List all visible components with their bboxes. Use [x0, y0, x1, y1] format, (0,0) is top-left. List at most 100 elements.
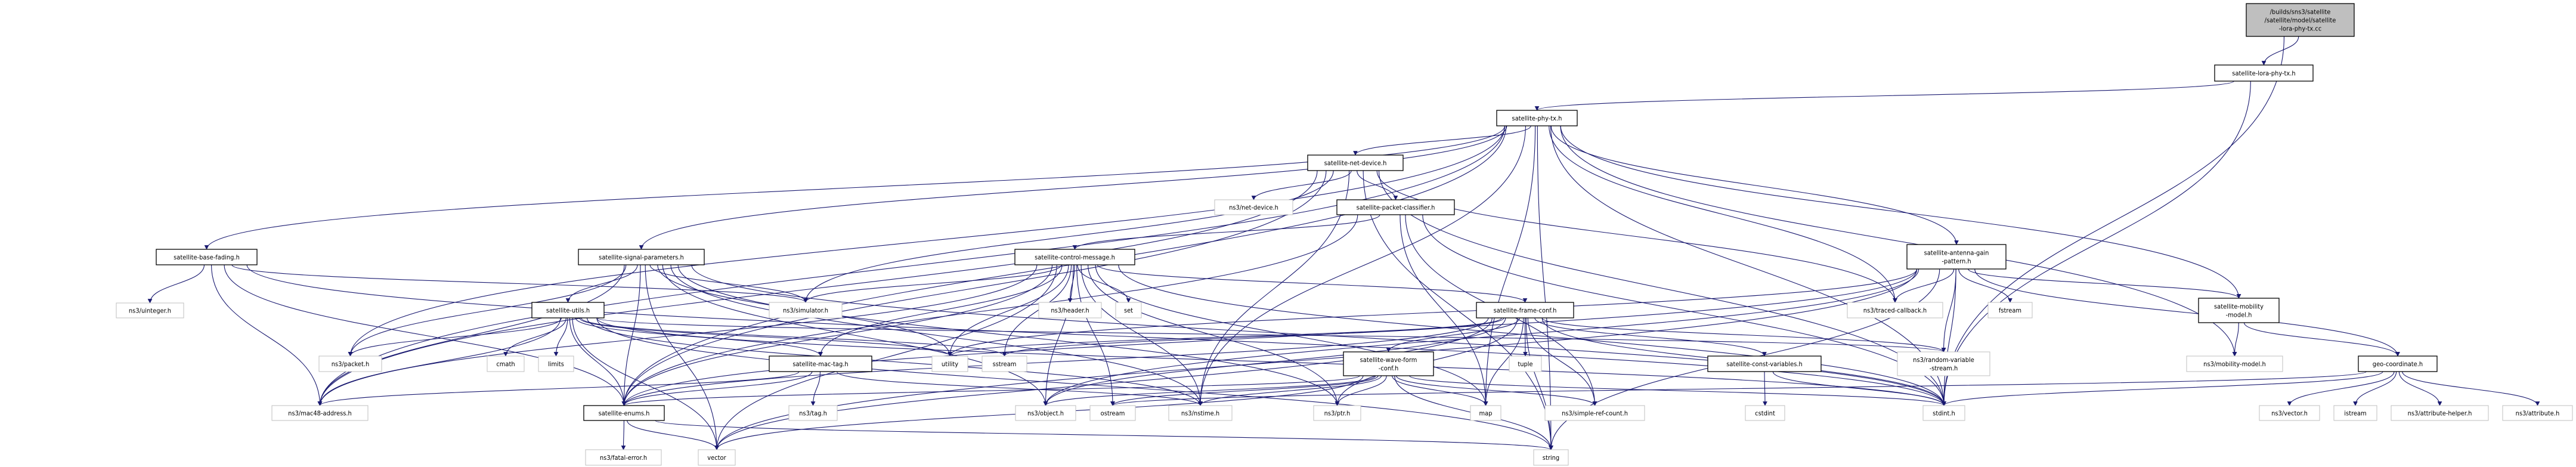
node-satellite-utils-h[interactable]: satellite-utils.h: [531, 302, 605, 318]
edge-satellite-utils-h-to-ns3-nstime-h: [587, 317, 1203, 406]
node-set[interactable]: set: [1115, 302, 1142, 318]
node-box: [531, 302, 605, 318]
node-box: [1038, 302, 1102, 318]
edge-geo-coordinate-h-to-ns3-vector-h: [2287, 371, 2395, 406]
node-ns3-header-h[interactable]: ns3/header.h: [1038, 302, 1102, 318]
edge-satellite-control-message-h-to-ns3-ptr-h: [1088, 264, 1340, 406]
node-box: [1922, 405, 1965, 421]
node-map[interactable]: map: [1470, 405, 1501, 421]
edge-satellite-frame-conf-h-to-ns3-random-variable-stream-h: [1541, 317, 1946, 352]
node-satellite-signal-parameters-h[interactable]: satellite-signal-parameters.h: [578, 249, 705, 265]
node-ns3-simple-ref-count-h[interactable]: ns3/simple-ref-count.h: [1544, 405, 1645, 421]
node-ns3-simulator-h[interactable]: ns3/simulator.h: [769, 302, 843, 318]
node-label: satellite-signal-parameters.h: [599, 253, 684, 261]
node-label: tuple: [1518, 360, 1532, 368]
node-label: string: [1543, 454, 1559, 462]
node-geo-coordinate-h[interactable]: geo-coordinate.h: [2358, 355, 2438, 372]
node-box: [982, 355, 1027, 372]
node-box: [2358, 355, 2438, 372]
node-satellite-wave-form-conf-h[interactable]: satellite-wave-form-conf.h: [1343, 351, 1434, 376]
edge-satellite-net-device-h-to-string: [1363, 170, 1553, 450]
edge-satellite-utils-h-to-stdint-h: [596, 317, 1946, 406]
edge-satellite-signal-parameters-h-to-ns3-nstime-h: [670, 264, 1203, 406]
edge-satellite-antenna-gain-pattern-h-to-utility: [948, 268, 1918, 357]
node-satellite-packet-classifier-h[interactable]: satellite-packet-classifier.h: [1336, 199, 1455, 215]
edge-satellite-utils-h-to-satellite-enums-h: [569, 317, 627, 406]
edge-satellite-const-variables-h-to-cstdint: [1763, 371, 1767, 406]
node-satellite-control-message-h[interactable]: satellite-control-message.h: [1014, 249, 1135, 265]
node-builds-sns3-satellite-satellite-model-satellite-lora-phy-tx-cc[interactable]: /builds/sns3/satellite/satellite/model/s…: [2246, 3, 2355, 37]
node-satellite-antenna-gain-pattern-h[interactable]: satellite-antenna-gain-pattern.h: [1906, 244, 2007, 270]
edge-satellite-control-message-h-to-satellite-frame-conf-h: [1097, 264, 1528, 303]
node-ns3-uinteger-h[interactable]: ns3/uinteger.h: [116, 302, 184, 318]
node-satellite-enums-h[interactable]: satellite-enums.h: [583, 405, 665, 421]
node-label: satellite-mobility: [2214, 303, 2264, 311]
node-label: satellite-enums.h: [599, 410, 650, 417]
node-ns3-traced-callback-h[interactable]: ns3/traced-callback.h: [1847, 302, 1943, 318]
edge-geo-coordinate-h-to-stdint-h: [1942, 371, 2383, 406]
node-ns3-net-device-h[interactable]: ns3/net-device.h: [1214, 199, 1293, 215]
nodes-layer: /builds/sns3/satellite/satellite/model/s…: [116, 3, 2573, 466]
node-ns3-attribute-h[interactable]: ns3/attribute.h: [2502, 405, 2573, 421]
node-tuple[interactable]: tuple: [1509, 355, 1542, 372]
edge-satellite-phy-tx-h-to-ns3-nstime-h: [1198, 125, 1526, 406]
node-satellite-frame-conf-h[interactable]: satellite-frame-conf.h: [1476, 302, 1574, 318]
node-ns3-mac48-address-h[interactable]: ns3/mac48-address.h: [271, 405, 369, 421]
node-ns3-random-variable-stream-h[interactable]: ns3/random-variable-stream.h: [1897, 351, 1990, 376]
node-box: [271, 405, 369, 421]
node-cmath[interactable]: cmath: [487, 355, 525, 372]
node-satellite-mobility-model-h[interactable]: satellite-mobility-model.h: [2198, 298, 2280, 323]
edge-satellite-frame-conf-h-to-vector: [714, 317, 1493, 450]
edge-builds-sns3-satellite-satellite-model-satellite-lora-phy-tx-cc-to-satellite-lora-phy-tx-h: [2261, 36, 2299, 66]
node-string[interactable]: string: [1533, 449, 1569, 466]
node-ns3-ptr-h[interactable]: ns3/ptr.h: [1313, 405, 1361, 421]
node-label: -pattern.h: [1942, 258, 1971, 265]
node-ns3-fatal-error-h[interactable]: ns3/fatal-error.h: [585, 449, 662, 466]
node-ns3-object-h[interactable]: ns3/object.h: [1015, 405, 1076, 421]
edge-satellite-frame-conf-h-to-map: [1483, 317, 1524, 406]
node-ns3-nstime-h[interactable]: ns3/nstime.h: [1168, 405, 1233, 421]
node-box: [116, 302, 184, 318]
node-label: satellite-packet-classifier.h: [1357, 204, 1435, 212]
node-cstdint[interactable]: cstdint: [1745, 405, 1785, 421]
node-fstream[interactable]: fstream: [1987, 302, 2033, 318]
node-label: cmath: [496, 360, 515, 368]
node-ns3-mobility-model-h[interactable]: ns3/mobility-model.h: [2186, 355, 2283, 372]
edge-satellite-antenna-gain-pattern-h-to-ns3-traced-callback-h: [1893, 268, 1955, 303]
node-satellite-net-device-h[interactable]: satellite-net-device.h: [1307, 154, 1404, 171]
node-label: ostream: [1101, 410, 1125, 417]
node-istream[interactable]: istream: [2333, 405, 2377, 421]
node-satellite-base-fading-h[interactable]: satellite-base-fading.h: [156, 249, 258, 265]
edge-satellite-antenna-gain-pattern-h-to-ns3-random-variable-stream-h: [1941, 268, 1956, 352]
node-satellite-mac-tag-h[interactable]: satellite-mac-tag.h: [769, 355, 872, 372]
node-vector[interactable]: vector: [698, 449, 736, 466]
edge-satellite-wave-form-conf-h-to-ns3-nstime-h: [1198, 375, 1382, 406]
edge-satellite-wave-form-conf-h-to-satellite-enums-h: [621, 375, 1360, 406]
node-ostream[interactable]: ostream: [1089, 405, 1136, 421]
node-satellite-phy-tx-h[interactable]: satellite-phy-tx.h: [1496, 110, 1578, 126]
node-box: [1707, 355, 1822, 372]
node-label: stdint.h: [1933, 410, 1955, 417]
node-box: [1509, 355, 1542, 372]
node-limits[interactable]: limits: [538, 355, 574, 372]
node-label: ns3/attribute.h: [2516, 410, 2560, 417]
node-label: map: [1479, 410, 1493, 417]
node-box: [1470, 405, 1501, 421]
node-ns3-attribute-helper-h[interactable]: ns3/attribute-helper.h: [2391, 405, 2489, 421]
node-ns3-vector-h[interactable]: ns3/vector.h: [2259, 405, 2320, 421]
node-satellite-const-variables-h[interactable]: satellite-const-variables.h: [1707, 355, 1822, 372]
edge-satellite-utils-h-to-limits: [553, 317, 568, 357]
node-label: ns3/packet.h: [332, 360, 370, 368]
edge-satellite-base-fading-h-to-ns3-uinteger-h: [147, 264, 205, 304]
node-label: ns3/ptr.h: [1324, 410, 1351, 417]
node-sstream[interactable]: sstream: [982, 355, 1027, 372]
node-label: ns3/header.h: [1051, 307, 1089, 314]
node-satellite-lora-phy-tx-h[interactable]: satellite-lora-phy-tx.h: [2214, 64, 2314, 82]
node-label: cstdint: [1755, 410, 1775, 417]
node-ns3-packet-h[interactable]: ns3/packet.h: [318, 355, 382, 372]
node-stdint-h[interactable]: stdint.h: [1922, 405, 1965, 421]
node-box: [1089, 405, 1136, 421]
node-utility[interactable]: utility: [931, 355, 968, 372]
edge-satellite-net-device-h-to-satellite-enums-h: [621, 170, 1327, 406]
node-ns3-tag-h[interactable]: ns3/tag.h: [788, 405, 838, 421]
